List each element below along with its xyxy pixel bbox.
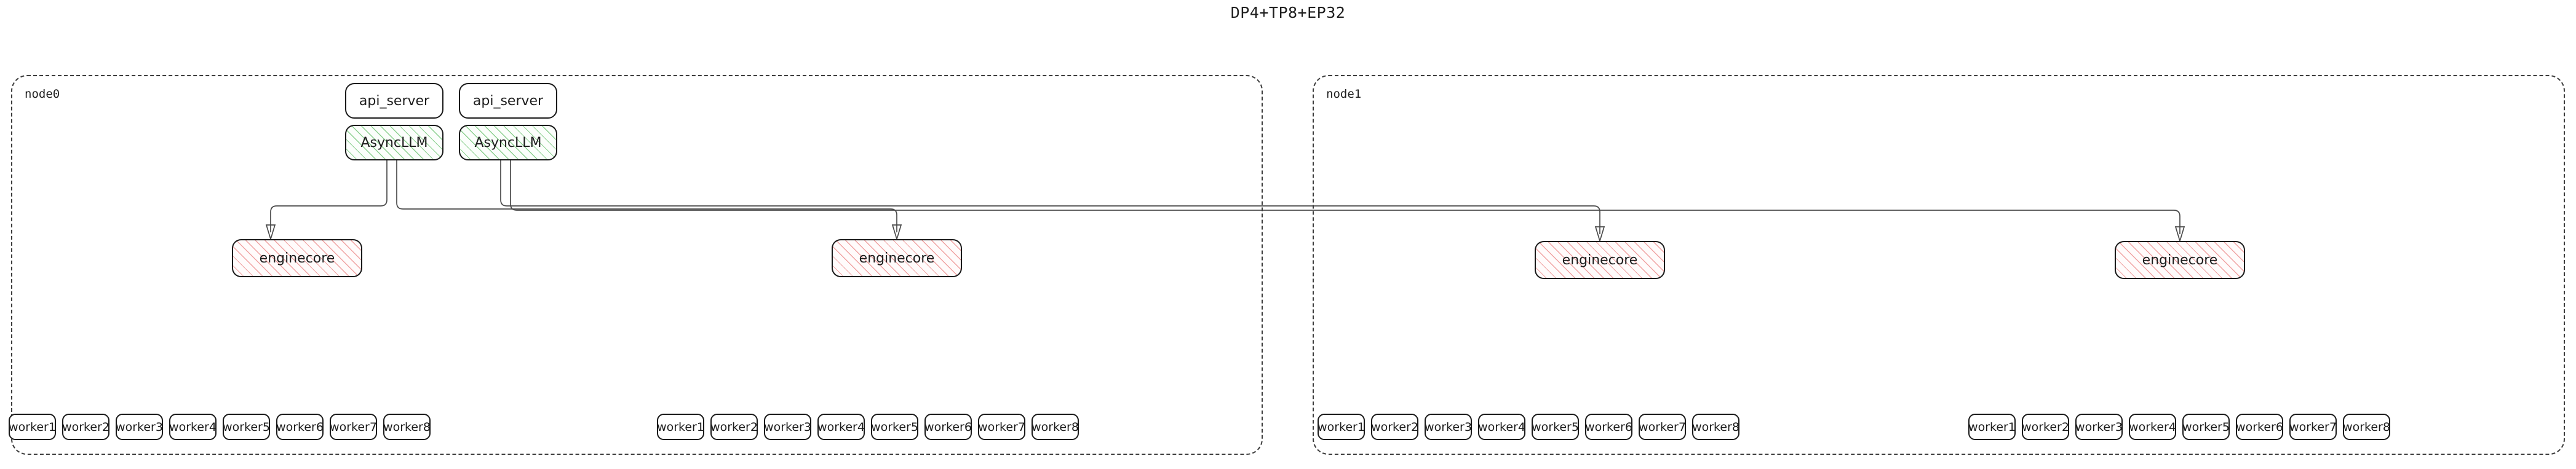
worker-node1-g1-5-label: worker5 [2182, 420, 2230, 434]
worker-node1-g1-7[interactable]: worker7 [2289, 414, 2337, 440]
worker-node1-g1-8[interactable]: worker8 [2343, 414, 2390, 440]
worker-node1-g0-5[interactable]: worker5 [1532, 414, 1579, 440]
worker-node1-g1-2[interactable]: worker2 [2022, 414, 2069, 440]
node-cluster-node1 [1313, 75, 2565, 455]
asyncllm-node0-0-label: AsyncLLM [360, 135, 428, 151]
enginecore-node0-1[interactable]: enginecore [832, 239, 962, 277]
worker-node1-g0-2[interactable]: worker2 [1371, 414, 1418, 440]
worker-node1-g0-2-label: worker2 [1371, 420, 1418, 434]
worker-node1-g1-5[interactable]: worker5 [2182, 414, 2230, 440]
node-cluster-node0 [11, 75, 1263, 455]
worker-node1-g1-3[interactable]: worker3 [2075, 414, 2123, 440]
api-server-node0-1-label: api_server [472, 93, 544, 109]
worker-node0-g1-8-label: worker8 [1032, 420, 1079, 434]
asyncllm-node0-1-label: AsyncLLM [474, 135, 542, 151]
worker-node1-g0-8[interactable]: worker8 [1692, 414, 1739, 440]
worker-node0-g1-8[interactable]: worker8 [1032, 414, 1079, 440]
worker-node0-g0-6-label: worker6 [276, 420, 324, 434]
worker-node1-g1-1[interactable]: worker1 [1968, 414, 2016, 440]
worker-node0-g0-7-label: worker7 [330, 420, 377, 434]
worker-node1-g0-3-label: worker3 [1425, 420, 1472, 434]
worker-node1-g1-7-label: worker7 [2289, 420, 2337, 434]
worker-node1-g1-4-label: worker4 [2129, 420, 2176, 434]
api-server-node0-0-label: api_server [359, 93, 430, 109]
enginecore-node0-0-label: enginecore [259, 250, 335, 266]
worker-node0-g1-1[interactable]: worker1 [657, 414, 704, 440]
enginecore-node1-1-label: enginecore [2142, 252, 2218, 268]
worker-node0-g0-8[interactable]: worker8 [383, 414, 431, 440]
node-cluster-label-node1: node1 [1326, 87, 1362, 101]
worker-node0-g1-3[interactable]: worker3 [764, 414, 811, 440]
worker-node1-g0-6-label: worker6 [1585, 420, 1632, 434]
enginecore-node1-0-label: enginecore [1562, 252, 1638, 268]
worker-node0-g1-3-label: worker3 [764, 420, 811, 434]
worker-node1-g0-7-label: worker7 [1639, 420, 1686, 434]
worker-node0-g0-3-label: worker3 [116, 420, 163, 434]
worker-node0-g1-7-label: worker7 [978, 420, 1025, 434]
enginecore-node1-0[interactable]: enginecore [1535, 241, 1665, 279]
enginecore-node0-0[interactable]: enginecore [232, 239, 362, 277]
worker-node1-g1-6[interactable]: worker6 [2236, 414, 2283, 440]
worker-node0-g1-2[interactable]: worker2 [710, 414, 758, 440]
asyncllm-node0-1[interactable]: AsyncLLM [459, 125, 557, 160]
worker-node0-g0-1[interactable]: worker1 [9, 414, 56, 440]
worker-node0-g1-2-label: worker2 [710, 420, 758, 434]
worker-node0-g1-5-label: worker5 [871, 420, 918, 434]
worker-node0-g1-5[interactable]: worker5 [871, 414, 918, 440]
worker-node0-g0-2[interactable]: worker2 [62, 414, 109, 440]
worker-node0-g1-4-label: worker4 [817, 420, 865, 434]
enginecore-node1-1[interactable]: enginecore [2115, 241, 2245, 279]
api-server-node0-1[interactable]: api_server [459, 83, 557, 119]
worker-node1-g1-3-label: worker3 [2075, 420, 2123, 434]
worker-node0-g1-7[interactable]: worker7 [978, 414, 1025, 440]
worker-node1-g0-7[interactable]: worker7 [1639, 414, 1686, 440]
worker-node0-g0-4-label: worker4 [169, 420, 217, 434]
worker-node1-g1-8-label: worker8 [2343, 420, 2390, 434]
worker-node0-g1-4[interactable]: worker4 [817, 414, 865, 440]
worker-node1-g0-3[interactable]: worker3 [1425, 414, 1472, 440]
enginecore-node0-1-label: enginecore [859, 250, 935, 266]
worker-node1-g0-4[interactable]: worker4 [1478, 414, 1525, 440]
worker-node1-g1-6-label: worker6 [2236, 420, 2283, 434]
worker-node0-g0-6[interactable]: worker6 [276, 414, 324, 440]
asyncllm-node0-0[interactable]: AsyncLLM [345, 125, 443, 160]
worker-node0-g0-5-label: worker5 [223, 420, 270, 434]
worker-node1-g0-1-label: worker1 [1318, 420, 1365, 434]
worker-node1-g0-4-label: worker4 [1478, 420, 1525, 434]
worker-node0-g1-6-label: worker6 [924, 420, 972, 434]
worker-node0-g0-5[interactable]: worker5 [223, 414, 270, 440]
worker-node1-g1-1-label: worker1 [1968, 420, 2016, 434]
worker-node0-g0-2-label: worker2 [62, 420, 109, 434]
worker-node1-g0-8-label: worker8 [1692, 420, 1739, 434]
api-server-node0-0[interactable]: api_server [345, 83, 443, 119]
worker-node1-g0-1[interactable]: worker1 [1318, 414, 1365, 440]
worker-node1-g0-5-label: worker5 [1532, 420, 1579, 434]
worker-node0-g0-1-label: worker1 [9, 420, 56, 434]
worker-node1-g0-6[interactable]: worker6 [1585, 414, 1632, 440]
worker-node0-g1-1-label: worker1 [657, 420, 704, 434]
page-title: DP4+TP8+EP32 [1230, 4, 1346, 22]
node-cluster-label-node0: node0 [25, 87, 60, 101]
worker-node0-g0-7[interactable]: worker7 [330, 414, 377, 440]
worker-node0-g1-6[interactable]: worker6 [924, 414, 972, 440]
worker-node1-g1-4[interactable]: worker4 [2129, 414, 2176, 440]
worker-node0-g0-3[interactable]: worker3 [116, 414, 163, 440]
worker-node1-g1-2-label: worker2 [2022, 420, 2069, 434]
worker-node0-g0-4[interactable]: worker4 [169, 414, 217, 440]
worker-node0-g0-8-label: worker8 [383, 420, 431, 434]
